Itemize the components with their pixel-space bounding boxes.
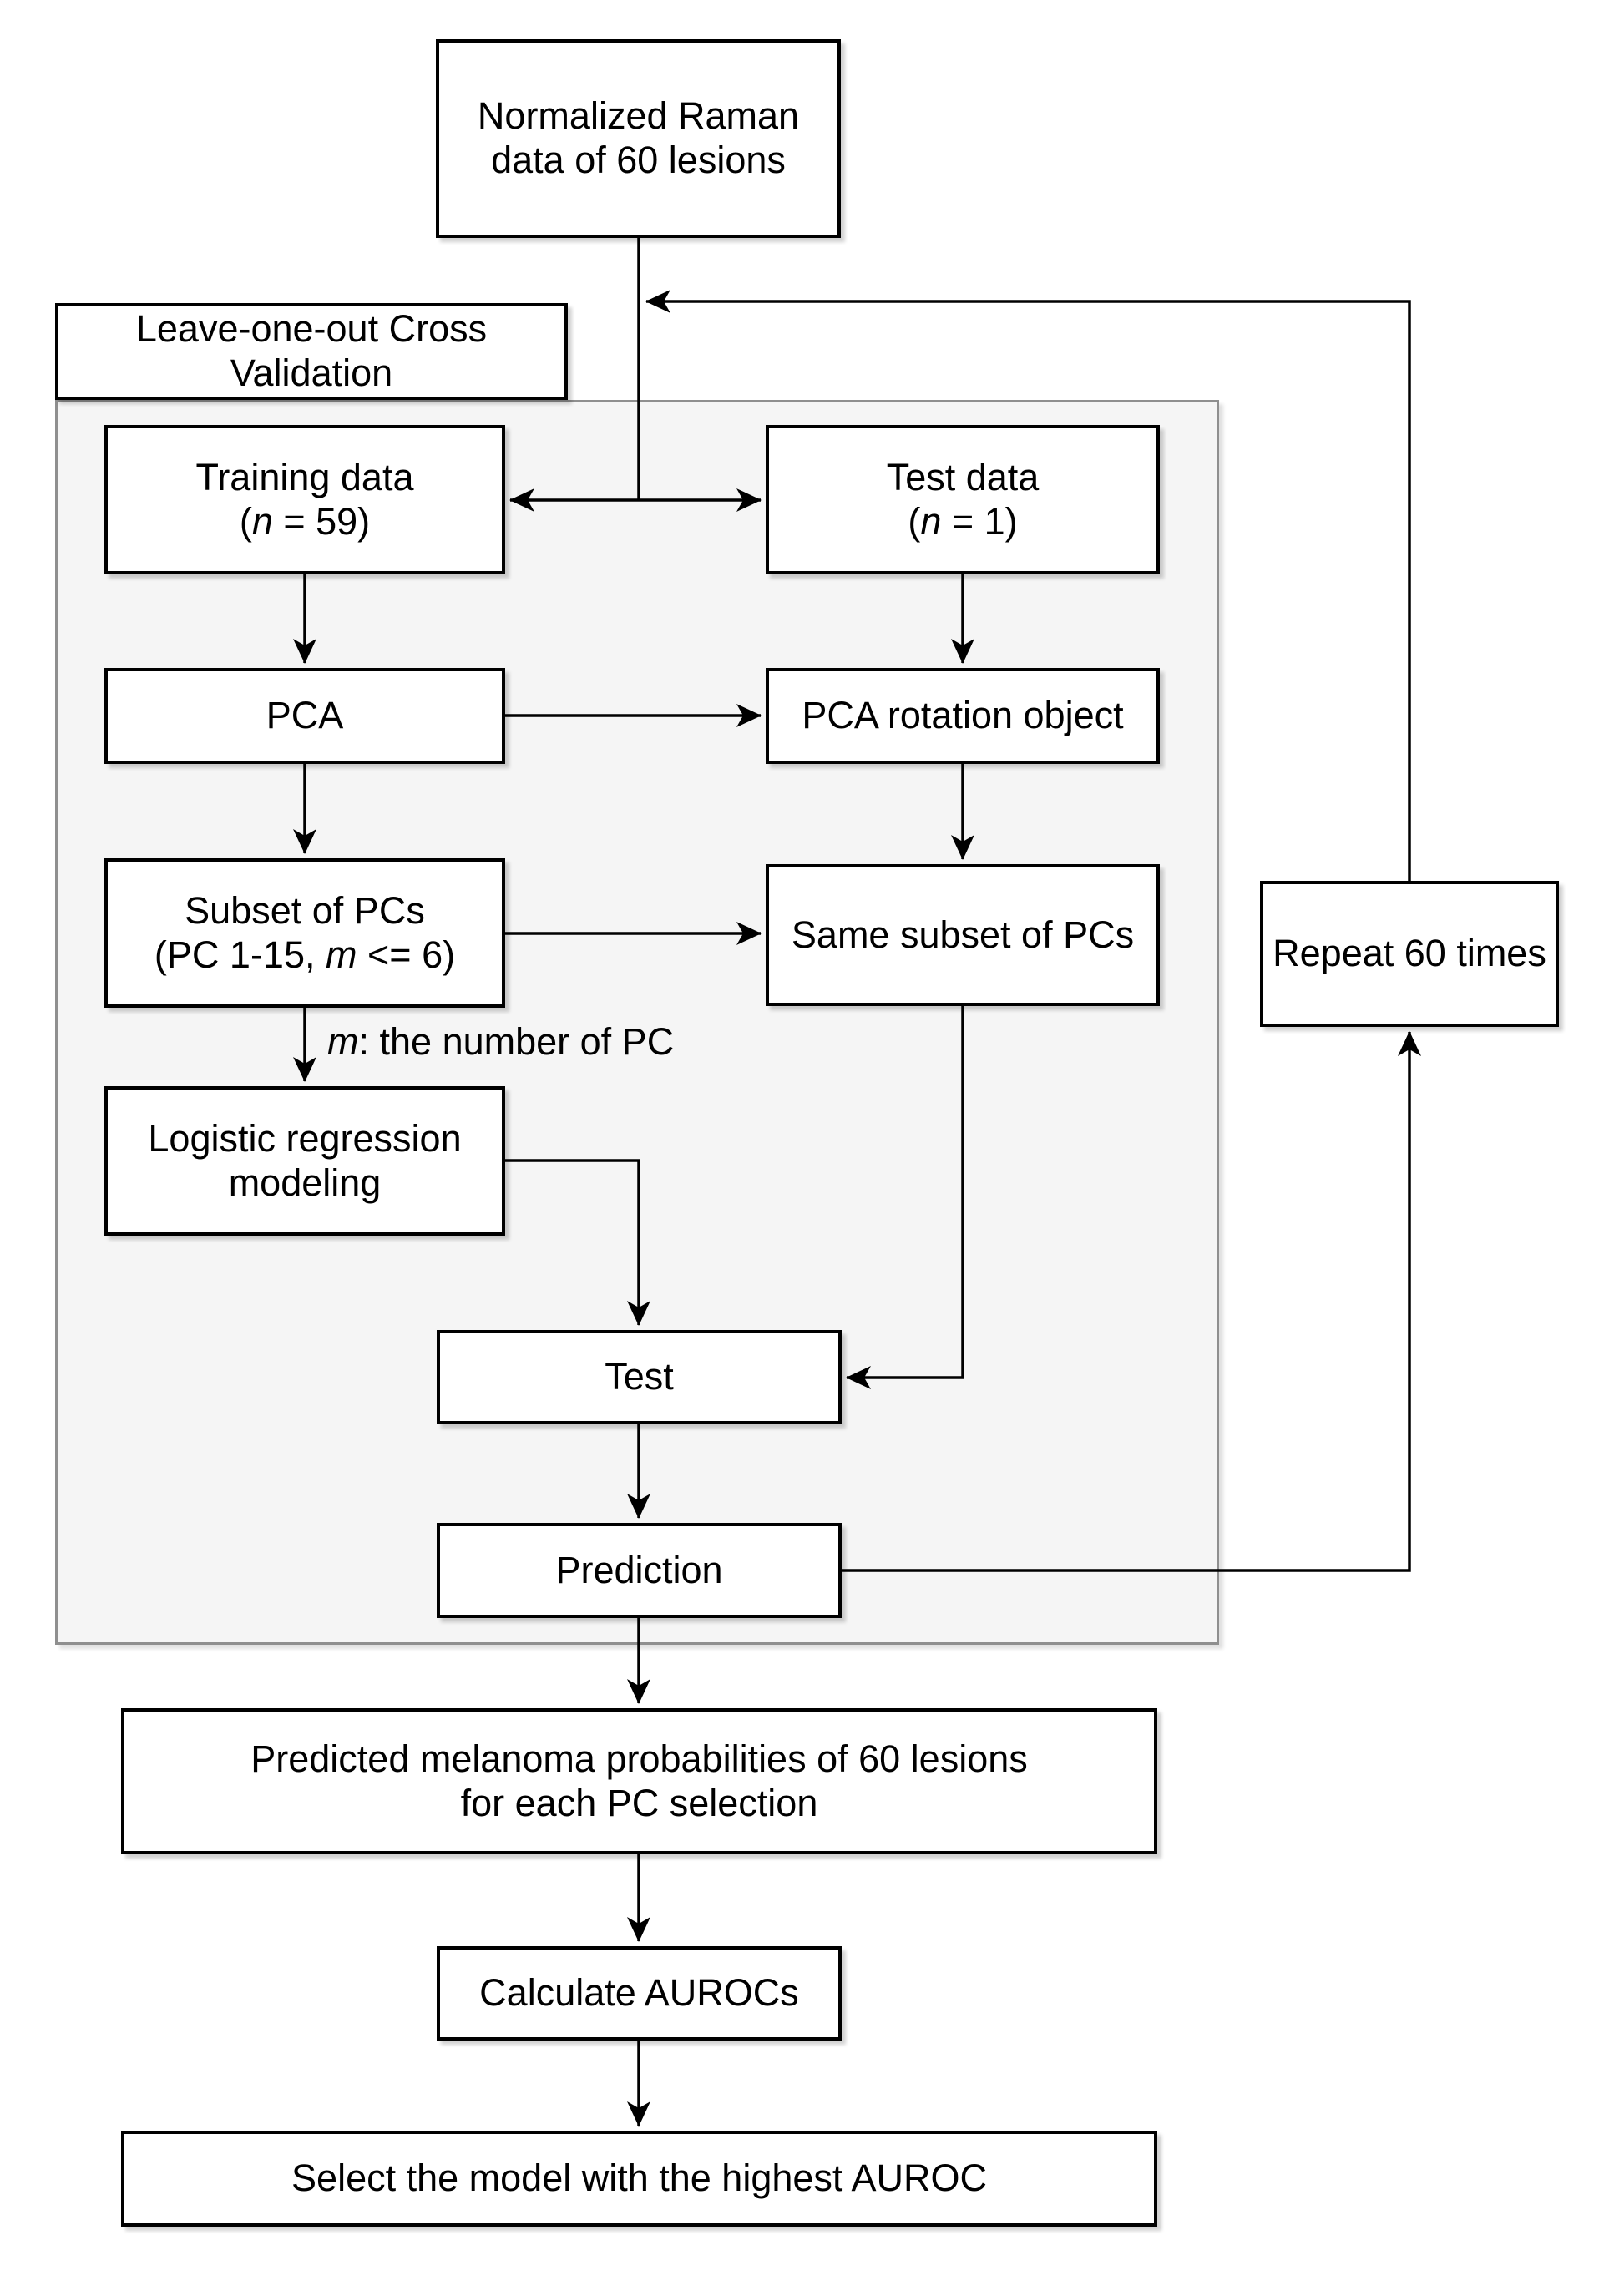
node-pca: PCA [104,668,505,764]
wire-samesubset-to-test [846,1006,964,1389]
node-predicted-probabilities: Predicted melanoma probabilities of 60 l… [121,1708,1157,1854]
node-select-model: Select the model with the highest AUROC [121,2131,1157,2227]
node-test-step: Test [437,1330,842,1424]
node-repeat-60-times: Repeat 60 times [1260,881,1559,1027]
node-training-data: Training data(n = 59) [104,425,505,574]
node-same-subset-of-pcs: Same subset of PCs [766,864,1160,1006]
node-test-data: Test data(n = 1) [766,425,1160,574]
m-definition-note: m: the number of PC [327,1020,675,1063]
node-pca-rotation-object: PCA rotation object [766,668,1160,764]
node-subset-of-pcs: Subset of PCs(PC 1-15, m <= 6) [104,858,505,1008]
loocv-panel [55,400,1219,1645]
wire-prediction-to-repeat [842,1031,1421,1572]
node-calculate-aurocs: Calculate AUROCs [437,1946,842,2041]
wire-repeat-to-top [645,290,1411,881]
node-prediction: Prediction [437,1523,842,1618]
wire-logistic-to-test [505,1159,650,1326]
